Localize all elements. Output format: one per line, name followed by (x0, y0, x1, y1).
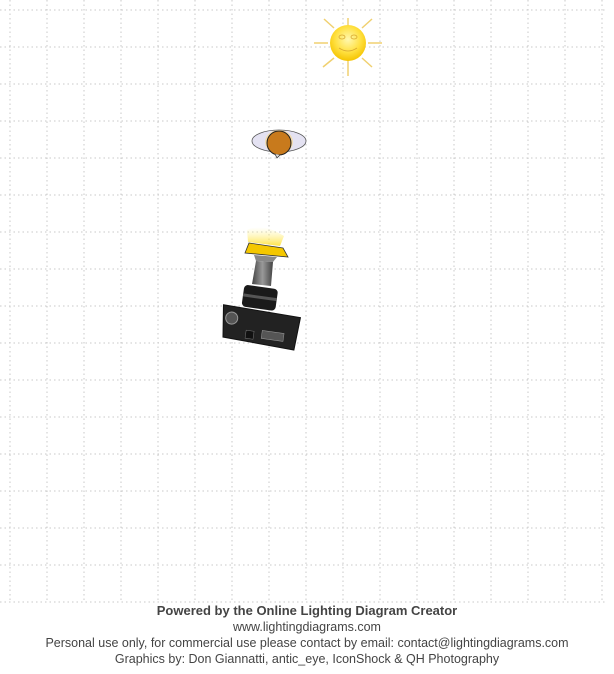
subject-head-icon (251, 129, 307, 159)
credits-text: Graphics by: Don Giannatti, antic_eye, I… (114, 652, 500, 666)
license-text: Personal use only, for commercial use pl… (45, 636, 569, 650)
grid (0, 0, 606, 603)
diagram-canvas (0, 0, 606, 603)
flash-icon (244, 227, 289, 286)
sun-icon (314, 18, 382, 76)
website-link[interactable]: www.lightingdiagrams.com (233, 620, 381, 634)
powered-by-text: Powered by the Online Lighting Diagram C… (156, 603, 458, 618)
camera-icon (222, 285, 302, 351)
